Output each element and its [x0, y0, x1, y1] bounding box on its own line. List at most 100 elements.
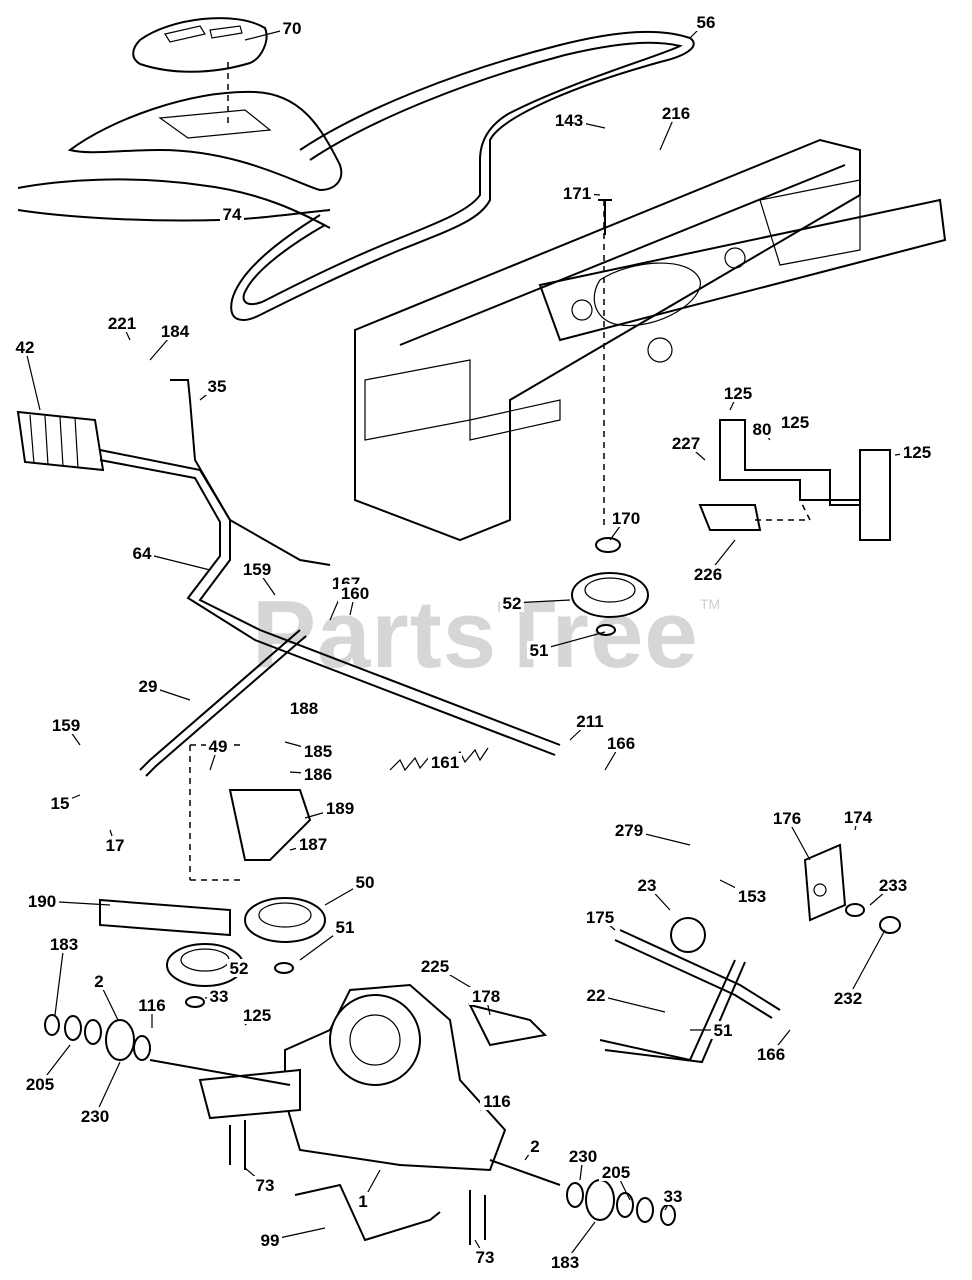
callout-label-216: 216 [662, 104, 690, 123]
callout-bg-153 [735, 887, 769, 905]
callout-bg-230 [78, 1107, 112, 1125]
callout-label-125: 125 [781, 413, 809, 432]
callout-bg-226 [691, 565, 725, 583]
callout-bg-51 [711, 1021, 735, 1039]
callout-label-183: 183 [50, 935, 78, 954]
callout-label-232: 232 [834, 989, 862, 1008]
callout-label-51: 51 [530, 641, 549, 660]
callout-bg-74 [220, 205, 244, 223]
callout-bg-2 [528, 1137, 542, 1155]
callout-label-176: 176 [773, 809, 801, 828]
callout-bg-174 [841, 808, 875, 826]
bracket-226 [698, 499, 812, 531]
callout-label-233: 233 [879, 876, 907, 895]
callout-label-160: 160 [341, 584, 369, 603]
callout-label-187: 187 [299, 835, 327, 854]
callout-bg-159 [240, 560, 274, 578]
callout-label-186: 186 [304, 765, 332, 784]
callout-label-143: 143 [555, 111, 583, 130]
callout-bg-125 [721, 384, 755, 402]
callout-label-116: 116 [483, 1092, 510, 1111]
callout-label-35: 35 [208, 377, 227, 396]
callout-bg-42 [13, 338, 37, 356]
callout-label-279: 279 [615, 821, 643, 840]
callout-bg-161 [428, 753, 462, 771]
seat-pan-70 [132, 17, 268, 128]
callout-label-33: 33 [664, 1187, 683, 1206]
transaxle-fan-bracket-225 [468, 1003, 548, 1047]
ball-23 [670, 917, 706, 953]
callout-label-42: 42 [16, 338, 35, 357]
callout-bg-227 [669, 434, 703, 452]
callout-label-188: 188 [290, 699, 318, 718]
callout-label-170: 170 [612, 509, 640, 528]
callout-bg-160 [338, 584, 372, 602]
callout-bg-166 [604, 734, 638, 752]
frame-assembly [354, 138, 947, 542]
callout-label-73: 73 [256, 1176, 275, 1195]
callout-label-70: 70 [283, 19, 302, 38]
callout-label-17: 17 [106, 836, 125, 855]
callout-label-185: 185 [304, 742, 332, 761]
bolts-73 [229, 1120, 486, 1245]
trademark-mark: TM [700, 596, 721, 612]
leader-line-232 [847, 929, 886, 999]
callout-bg-186 [301, 765, 335, 783]
callout-label-116: 116 [138, 996, 165, 1015]
callout-label-225: 225 [421, 957, 449, 976]
callout-label-184: 184 [161, 322, 190, 341]
washer-233 [845, 903, 901, 934]
callout-label-29: 29 [139, 677, 158, 696]
hand-grip-42 [16, 410, 105, 472]
rod-29 [139, 629, 307, 777]
callout-bg-49 [206, 737, 230, 755]
callout-bg-225 [418, 957, 452, 975]
callout-bg-175 [583, 908, 617, 926]
callout-bg-205 [23, 1075, 57, 1093]
callout-label-183: 183 [551, 1253, 579, 1272]
callout-bg-73 [253, 1176, 277, 1194]
callout-label-56: 56 [697, 13, 716, 32]
lift-handle-64 [99, 449, 561, 756]
callout-bg-187 [296, 835, 330, 853]
rod-99 [294, 1183, 441, 1242]
callout-bg-116 [480, 1092, 514, 1110]
callout-label-205: 205 [26, 1075, 54, 1094]
callout-label-174: 174 [844, 808, 873, 827]
callout-label-125: 125 [724, 384, 752, 403]
callout-label-2: 2 [94, 972, 103, 991]
callout-label-125: 125 [903, 443, 931, 462]
callout-bg-183 [47, 935, 81, 953]
callout-bg-232 [831, 989, 865, 1007]
callout-bg-190 [25, 892, 59, 910]
callout-bg-176 [770, 809, 804, 827]
callout-label-227: 227 [672, 434, 700, 453]
callout-label-171: 171 [563, 184, 591, 203]
callout-label-49: 49 [209, 737, 228, 756]
callout-label-230: 230 [81, 1107, 109, 1126]
callout-bg-73 [473, 1248, 497, 1266]
callout-label-1: 1 [358, 1192, 367, 1211]
callout-bg-125 [778, 413, 812, 431]
callout-label-50: 50 [356, 873, 375, 892]
callout-bg-70 [280, 19, 304, 37]
callout-label-74: 74 [223, 205, 242, 224]
pulley-rod-35 [170, 379, 331, 566]
callout-bg-35 [205, 377, 229, 395]
callout-label-166: 166 [607, 734, 635, 753]
callout-bg-52 [227, 959, 251, 977]
callout-bg-17 [103, 836, 127, 854]
callout-label-189: 189 [326, 799, 354, 818]
callout-bg-33 [207, 987, 231, 1005]
callout-bg-80 [750, 420, 774, 438]
callout-bg-185 [301, 742, 335, 760]
callout-label-226: 226 [694, 565, 722, 584]
hood-fender [17, 90, 343, 229]
callout-label-159: 159 [52, 716, 80, 735]
callout-label-2: 2 [530, 1137, 539, 1156]
callout-bg-51 [527, 641, 551, 659]
idler-bracket-189 [99, 744, 312, 937]
callout-bg-29 [136, 677, 160, 695]
callout-label-190: 190 [28, 892, 56, 911]
callout-bg-178 [469, 987, 503, 1005]
